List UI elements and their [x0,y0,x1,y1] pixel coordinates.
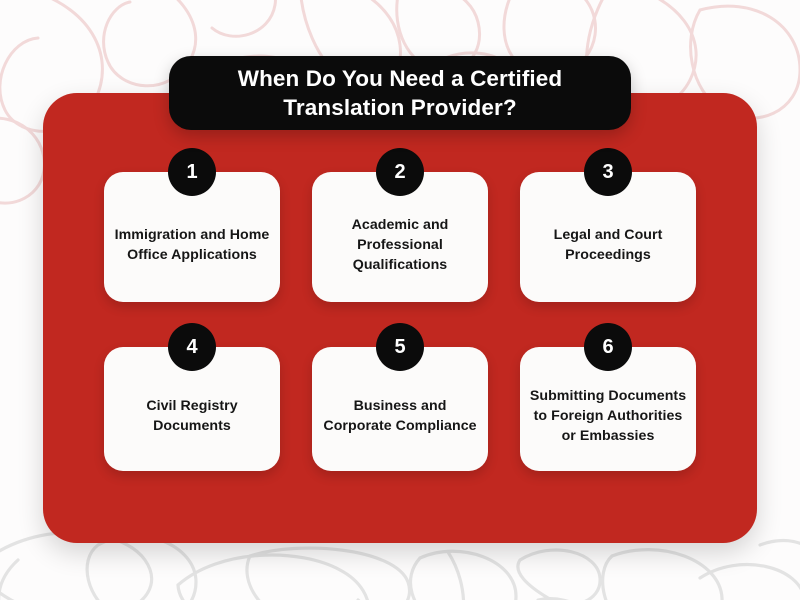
card-number-badge-6: 6 [584,323,632,371]
title-banner: When Do You Need a Certified Translation… [169,56,631,130]
card-label-2: Academic and Professional Qualifications [351,216,449,274]
card-label-4: Civil Registry Documents [146,397,238,434]
card-4[interactable]: 4 Civil Registry Documents [104,323,280,471]
card-label-5: Business and Corporate Compliance [323,397,477,434]
card-number-badge-3: 3 [584,148,632,196]
card-2[interactable]: 2 Academic and Professional Qualificatio… [312,148,488,302]
card-5[interactable]: 5 Business and Corporate Compliance [312,323,488,471]
card-label-1: Immigration and Home Office Applications [114,226,270,263]
card-label-3: Legal and Court Proceedings [553,226,663,263]
card-label-6: Submitting Documents to Foreign Authorit… [529,387,687,445]
page-title: When Do You Need a Certified Translation… [237,65,563,120]
card-number-badge-5: 5 [376,323,424,371]
card-number-badge-4: 4 [168,323,216,371]
card-6[interactable]: 6 Submitting Documents to Foreign Author… [520,323,696,471]
card-number-badge-2: 2 [376,148,424,196]
card-3[interactable]: 3 Legal and Court Proceedings [520,148,696,302]
card-1[interactable]: 1 Immigration and Home Office Applicatio… [104,148,280,302]
cards-grid: 1 Immigration and Home Office Applicatio… [104,148,696,472]
card-number-badge-1: 1 [168,148,216,196]
